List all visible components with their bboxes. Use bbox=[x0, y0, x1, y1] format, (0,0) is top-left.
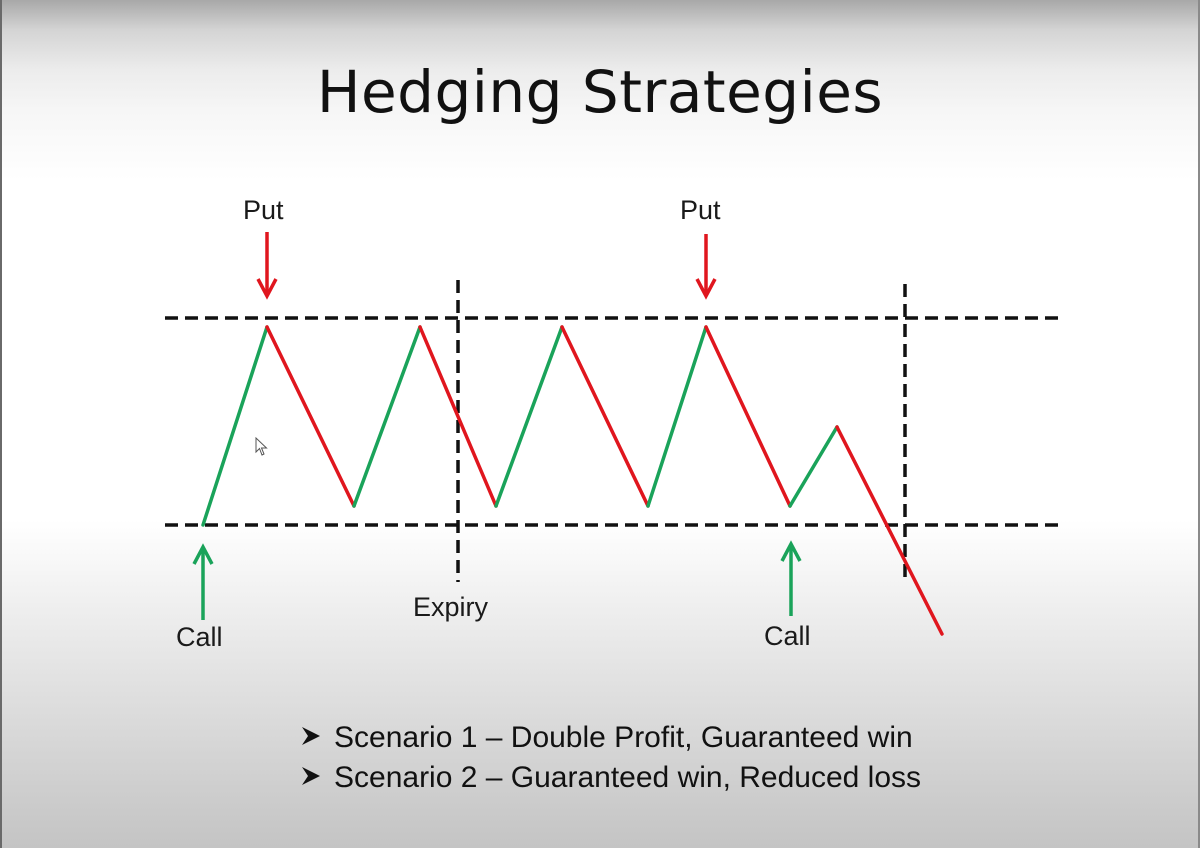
scenario-text: Scenario 1 – Double Profit, Guaranteed w… bbox=[334, 721, 913, 754]
call-arrow-2 bbox=[780, 540, 802, 616]
price-path bbox=[201, 325, 944, 636]
put-label-2: Put bbox=[680, 195, 721, 225]
put-label-1: Put bbox=[243, 195, 284, 225]
scenario-item-1: Scenario 1 – Double Profit, Guaranteed w… bbox=[300, 718, 921, 758]
path-segment bbox=[646, 325, 708, 508]
slide-title: Hedging Strategies bbox=[316, 58, 884, 126]
arrow-bullet-icon bbox=[300, 758, 334, 798]
put-arrow-2 bbox=[695, 234, 717, 300]
scenario-item-2: Scenario 2 – Guaranteed win, Reduced los… bbox=[300, 758, 921, 798]
call-label-1: Call bbox=[176, 622, 223, 652]
slide-frame-right bbox=[1198, 0, 1200, 848]
path-segment bbox=[265, 325, 356, 508]
mouse-cursor-icon bbox=[255, 436, 269, 462]
put-arrow-1 bbox=[256, 232, 278, 300]
scenario-text: Scenario 2 – Guaranteed win, Reduced los… bbox=[334, 761, 922, 794]
path-segment bbox=[201, 325, 269, 527]
path-segment bbox=[560, 325, 650, 508]
path-segment bbox=[494, 325, 564, 508]
arrow-bullet-icon bbox=[300, 718, 334, 758]
call-arrow-1 bbox=[192, 543, 214, 620]
call-label-2: Call bbox=[764, 621, 811, 651]
scenario-list: Scenario 1 – Double Profit, Guaranteed w… bbox=[300, 718, 921, 798]
path-segment bbox=[352, 325, 422, 508]
path-segment bbox=[835, 425, 944, 636]
slide-frame-left bbox=[0, 0, 2, 848]
expiry-label: Expiry bbox=[413, 592, 489, 622]
path-segment bbox=[704, 325, 792, 508]
path-segment bbox=[788, 425, 839, 508]
path-segment bbox=[418, 325, 498, 508]
